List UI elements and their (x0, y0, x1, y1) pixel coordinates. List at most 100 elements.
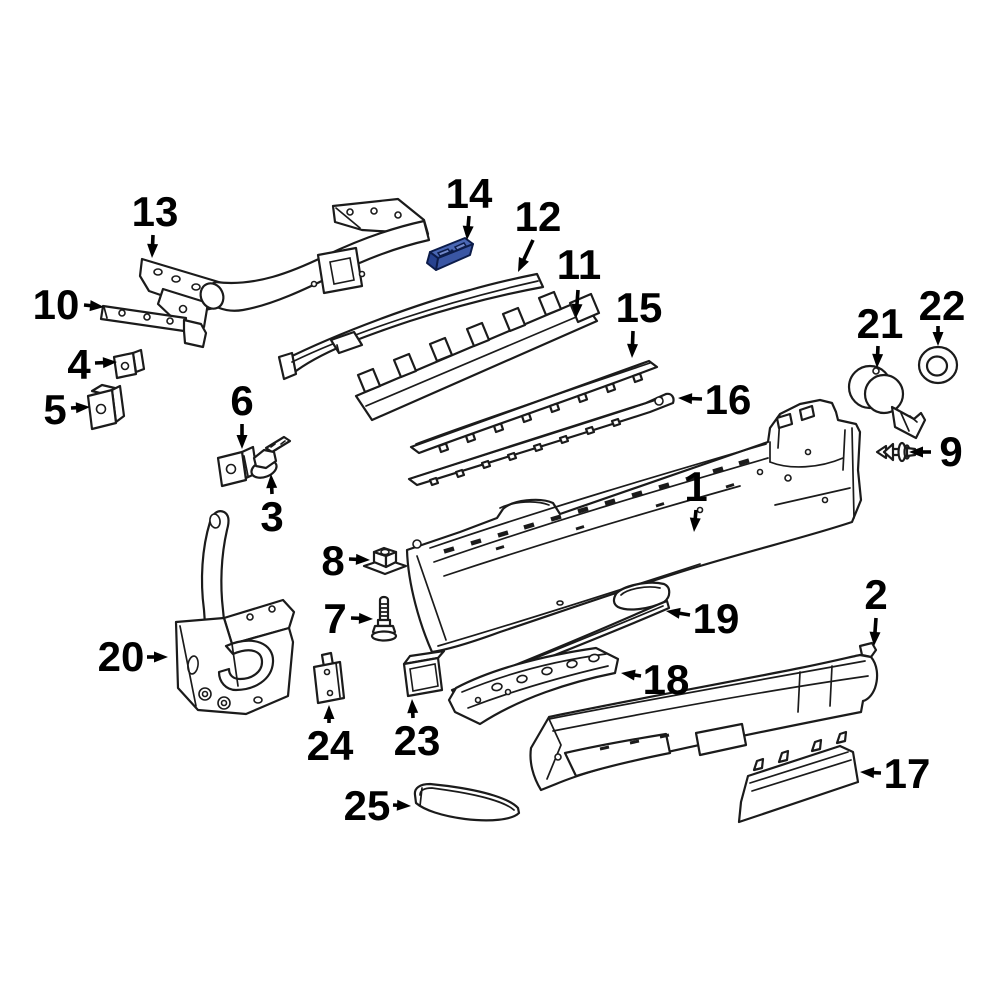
callout-12: 12 (515, 193, 561, 272)
part-11-energy-absorber (354, 290, 601, 422)
callout-number: 1 (684, 463, 707, 510)
part-outline (436, 248, 452, 257)
part-20-tow-bracket (174, 510, 296, 716)
part-outline (465, 321, 491, 348)
callout-arrowhead (462, 225, 474, 240)
callout-7: 7 (323, 595, 373, 642)
callout-number: 25 (344, 782, 391, 829)
part-outline (220, 699, 228, 707)
callout-arrowhead (869, 631, 881, 646)
part-outline (712, 466, 724, 474)
callout-arrowhead (358, 612, 373, 624)
part-outline (629, 739, 640, 745)
part-drawings (86, 197, 959, 824)
part-outline (95, 403, 107, 415)
callout-arrowhead (355, 553, 370, 565)
part-outline (548, 660, 866, 720)
callout-22: 22 (919, 282, 965, 346)
callout-15: 15 (616, 284, 662, 358)
callout-9: 9 (909, 428, 963, 475)
part-outline (516, 674, 528, 684)
part-outline (412, 539, 422, 549)
part-outline (774, 487, 851, 506)
callout-number: 24 (307, 722, 354, 769)
part-outline (900, 412, 918, 432)
part-outline (282, 272, 545, 376)
part-outline (620, 586, 661, 596)
callout-19: 19 (666, 595, 739, 642)
part-outline (882, 442, 895, 462)
part-outline (851, 427, 855, 519)
callout-arrowhead (236, 435, 248, 449)
part-outline (464, 432, 477, 444)
part-outline (336, 344, 340, 354)
part-outline (504, 688, 512, 696)
part-15-sill-strip (409, 359, 659, 455)
callout-arrowhead (689, 517, 701, 532)
part-outline (171, 275, 181, 283)
part-outline (205, 219, 431, 312)
part-outline (243, 455, 249, 477)
part-outline (655, 502, 665, 508)
part-outline (437, 442, 450, 454)
part-outline (264, 435, 292, 454)
callout-number: 8 (321, 537, 344, 584)
callout-13: 13 (132, 188, 179, 258)
part-21-park-sensor (847, 364, 927, 440)
part-8-flag-nut (362, 546, 408, 576)
part-outline (599, 745, 610, 751)
part-outline (558, 434, 570, 445)
part-outline (775, 412, 794, 430)
part-outline (556, 600, 564, 606)
callout-number: 13 (132, 188, 179, 235)
callout-3: 3 (260, 474, 284, 540)
part-outline (358, 270, 366, 278)
part-outline (552, 675, 869, 732)
part-outline (495, 545, 505, 551)
part-outline (380, 548, 390, 556)
part-outline (365, 311, 589, 407)
part-16-lower-rail (407, 392, 675, 487)
part-outline (231, 643, 239, 687)
callout-17: 17 (860, 750, 930, 797)
part-outline (658, 482, 670, 490)
part-outline (576, 392, 589, 404)
part-outline (166, 317, 174, 325)
part-outline (335, 662, 341, 698)
part-outline (277, 351, 298, 381)
callout-number: 11 (557, 241, 601, 288)
part-outline (454, 468, 466, 479)
callout-number: 3 (260, 493, 283, 540)
callout-arrowhead (89, 300, 104, 312)
callout-6: 6 (230, 377, 254, 449)
callout-arrowhead (872, 353, 884, 368)
callout-4: 4 (67, 341, 117, 388)
callout-number: 20 (98, 633, 145, 680)
part-outline (253, 696, 263, 704)
part-outline (810, 738, 823, 753)
part-outline (252, 448, 278, 470)
part-outline (804, 448, 812, 456)
part-outline (437, 563, 701, 647)
part-outline (872, 367, 880, 375)
part-outline (506, 451, 518, 462)
part-2-lower-fascia (529, 641, 879, 792)
part-outline (797, 671, 801, 713)
part-outline (756, 468, 764, 476)
callout-24: 24 (307, 705, 354, 769)
part-outline (199, 282, 225, 310)
part-outline (120, 361, 130, 371)
part-outline (784, 474, 792, 482)
part-outline (821, 496, 829, 504)
part-outline (777, 749, 790, 764)
callout-arrowhead (518, 256, 529, 272)
part-6-u-nut (216, 445, 259, 488)
part-outline (501, 306, 527, 333)
part-outline (433, 457, 769, 563)
part-24-side-bracket (312, 651, 346, 705)
part-outline (356, 367, 382, 394)
part-outline (419, 787, 423, 807)
part-outline (604, 498, 616, 506)
